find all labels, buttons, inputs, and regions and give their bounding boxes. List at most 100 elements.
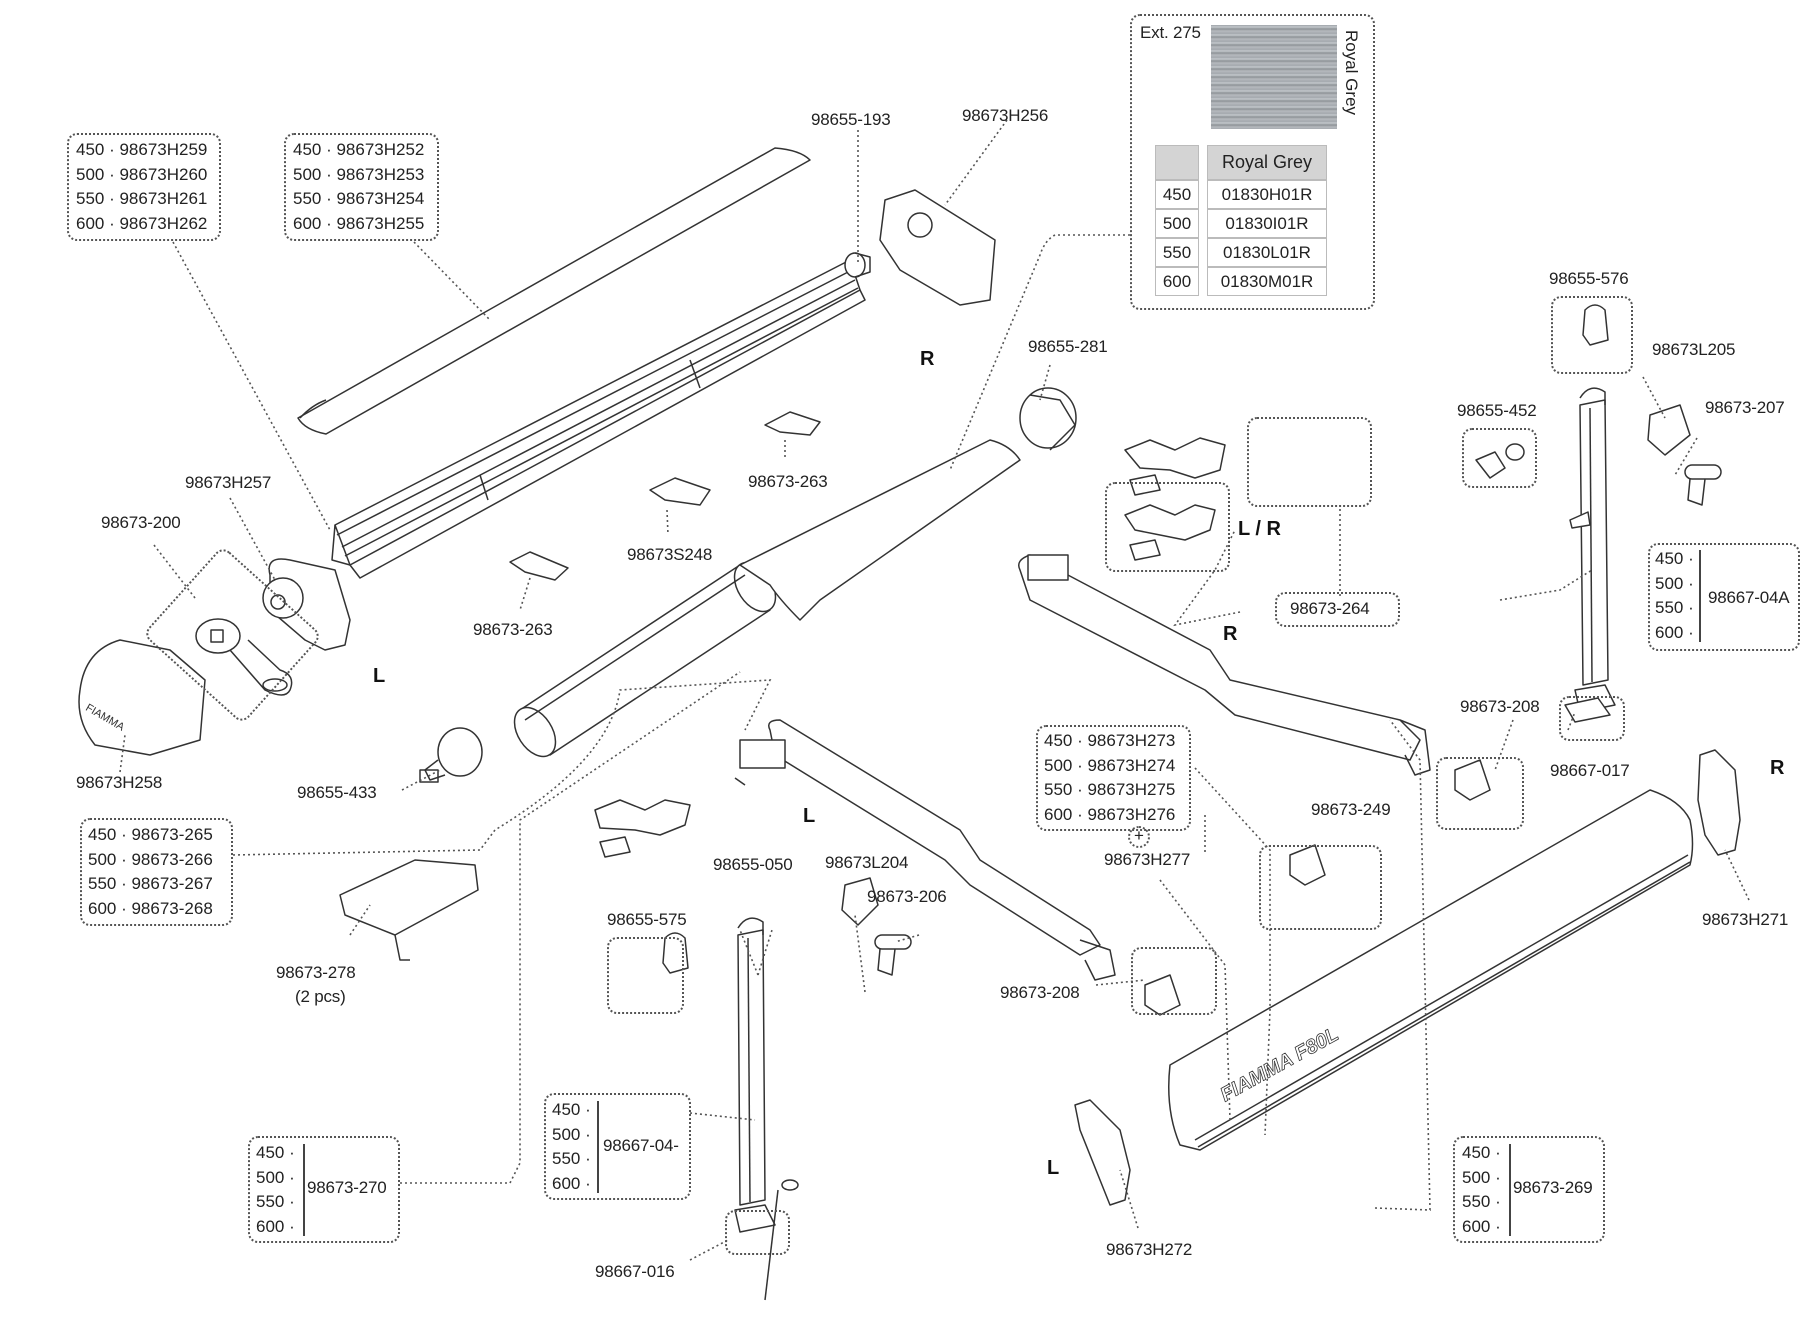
part-label: 98655-575 [607, 910, 687, 929]
size-list-item: 450 · 98673H252 [293, 140, 425, 159]
group-box-98667-016 [725, 1210, 790, 1255]
size-list-item: 450 · 98673H259 [76, 140, 208, 159]
size-item: 550 · [256, 1192, 295, 1211]
part-label: 98673-207 [1705, 398, 1785, 417]
size-cell: 550 [1155, 238, 1199, 267]
group-box-98655-575 [607, 937, 684, 1014]
group-box-98673-208-right [1436, 757, 1524, 830]
bracket-box-right-leg [1648, 543, 1800, 651]
part-label: 98673-249 [1311, 800, 1391, 819]
side-marker-left: L [1047, 1157, 1060, 1179]
side-marker-left-right: L / R [1238, 518, 1281, 540]
size-list-item: 600 · 98673H255 [293, 213, 425, 233]
lead-rail-part: FIAMMA F80L [1168, 789, 1694, 1151]
side-marker-left: L [803, 805, 816, 827]
table-header-row: Royal Grey [1155, 145, 1327, 180]
part-label: 98655-193 [811, 110, 891, 129]
group-box-98655-452 [1462, 428, 1537, 488]
table-row: 600 01830M01R [1155, 267, 1327, 296]
size-list-item: 450 · 98673H273 [1044, 731, 1176, 750]
size-item: 500 · [1655, 573, 1694, 593]
size-list-box-top-mid [284, 133, 439, 241]
part-label: 98673L205 [1652, 340, 1736, 359]
table-row: 500 01830I01R [1155, 209, 1327, 238]
part-label: 98673-208 [1460, 697, 1540, 716]
group-box-98655-576 [1551, 296, 1633, 374]
bracket-line [596, 1101, 599, 1193]
part-label: 98667-017 [1550, 761, 1630, 780]
group-box-98673-264-b [1247, 417, 1372, 507]
table-header-size [1155, 145, 1199, 180]
side-marker-right: R [1770, 757, 1785, 779]
code-cell: 01830M01R [1207, 267, 1327, 296]
size-list-top-left: 450 · 98673H259 500 · 98673H260 550 · 98… [76, 138, 207, 236]
side-marker-right: R [920, 348, 935, 370]
part-label: 98673H272 [1106, 1240, 1193, 1259]
part-label: 98655-050 [713, 855, 793, 874]
size-list-item: 500 · 98673H253 [293, 164, 425, 184]
top-cover-part [297, 147, 811, 435]
size-list-left-mid: 450 · 98673-265 500 · 98673-266 550 · 98… [88, 823, 213, 921]
group-box-98673-208-left [1131, 947, 1217, 1015]
swatch-name: Royal Grey [1342, 30, 1361, 116]
bracket-sizes-bottom-left: 450 · 500 · 550 · 600 · [256, 1141, 295, 1239]
group-box-98673-249 [1259, 845, 1382, 930]
code-cell: 01830L01R [1207, 238, 1327, 267]
part-quantity: (2 pcs) [295, 987, 346, 1006]
right-lead-cap-part [1697, 749, 1741, 856]
table-row: 550 01830L01R [1155, 238, 1327, 267]
size-list-item: 600 · 98673H262 [76, 213, 208, 233]
part-label: 98655-281 [1028, 337, 1108, 356]
size-list-top-mid: 450 · 98673H252 500 · 98673H253 550 · 98… [293, 138, 424, 236]
size-list-item: 550 · 98673H254 [293, 189, 425, 208]
size-item: 600 · [256, 1216, 295, 1236]
size-list-center: 450 · 98673H273 500 · 98673H274 550 · 98… [1044, 729, 1175, 827]
size-item: 500 · [256, 1167, 295, 1187]
main-rail-part [331, 259, 866, 579]
part-98667-04-: 98667-04- [603, 1136, 679, 1155]
part-98673-269: 98673-269 [1513, 1178, 1593, 1197]
bracket-line [302, 1144, 305, 1236]
part-label: 98673-206 [867, 887, 947, 906]
end-plug-part [419, 727, 483, 783]
right-support-leg-part [1569, 387, 1616, 713]
part-label: 98655-433 [297, 783, 377, 802]
left-cover-part: FIAMMA [78, 639, 206, 756]
roller-plug-part [1019, 387, 1077, 451]
table-header-color: Royal Grey [1207, 145, 1327, 180]
size-item: 550 · [1462, 1192, 1501, 1211]
size-list-box-top-left [67, 133, 221, 241]
plus-circle [1128, 826, 1150, 848]
bushing-part [844, 252, 871, 278]
size-item: 500 · [552, 1124, 591, 1144]
bracket-box-left-leg [544, 1093, 691, 1200]
arm-bracket-parts [594, 437, 1226, 858]
part-label: 98673H258 [76, 773, 163, 792]
part-label: 98673-264 [1290, 599, 1370, 618]
group-box-98673-264-label [1275, 592, 1400, 627]
size-item: 600 · [552, 1173, 591, 1193]
size-item: 550 · [552, 1149, 591, 1168]
part-label: 98673H256 [962, 106, 1049, 125]
part-label: 98673-263 [473, 620, 553, 639]
size-list-item: 500 · 98673-266 [88, 849, 213, 869]
right-end-cap-part [879, 189, 996, 306]
size-list-item: 500 · 98673H274 [1044, 755, 1176, 775]
bracket-sizes-bottom-right: 450 · 500 · 550 · 600 · [1462, 1141, 1501, 1239]
roller-tube-part [513, 561, 777, 758]
group-box-98667-017 [1559, 696, 1625, 741]
part-label: 98655-452 [1457, 401, 1537, 420]
part-label: 98673H277 [1104, 850, 1191, 869]
bracket-line [1698, 550, 1701, 642]
fabric-sheet-part [739, 439, 1021, 621]
part-label: 98673H271 [1702, 910, 1789, 929]
size-cell: 600 [1155, 267, 1199, 296]
size-list-item: 550 · 98673H275 [1044, 780, 1176, 799]
part-98667-04A: 98667-04A [1708, 588, 1790, 607]
plus-sign: + [1134, 826, 1144, 845]
part-label: 98655-576 [1549, 269, 1629, 288]
side-marker-left: L [373, 665, 386, 687]
size-cell: 500 [1155, 209, 1199, 238]
rail-bracket-part [339, 859, 479, 961]
